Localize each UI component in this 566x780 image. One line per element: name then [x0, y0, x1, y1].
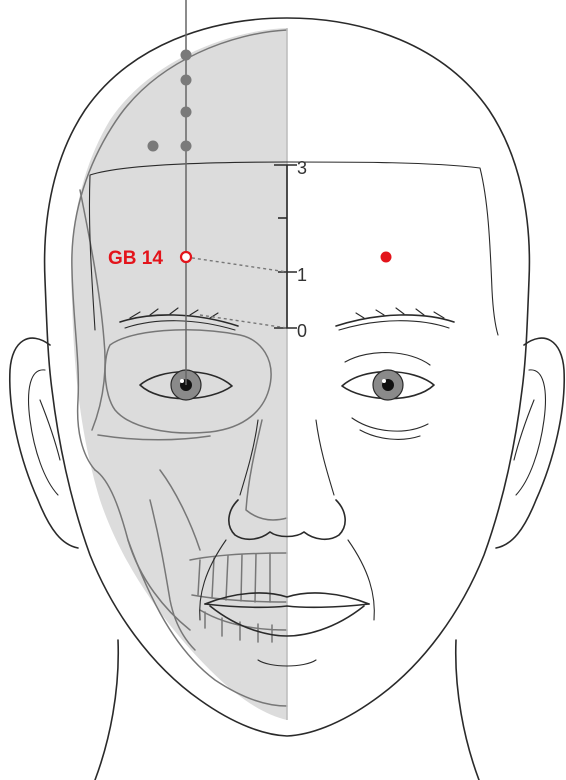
- acupoint-gb14-right: [381, 252, 392, 263]
- left-ear-inner: [29, 370, 60, 495]
- scale-label-3: 3: [297, 158, 307, 178]
- scale-label-0: 0: [297, 321, 307, 341]
- guide-dot: [181, 141, 192, 152]
- acupoint-marker: [181, 252, 191, 262]
- neck-left: [95, 640, 118, 780]
- scale-label-1: 1: [297, 265, 307, 285]
- right-ear-inner: [514, 370, 545, 495]
- guide-dot: [181, 50, 192, 61]
- acupoint-label: GB 14: [108, 248, 163, 269]
- right-eyebrow: [336, 308, 454, 330]
- guide-dot: [148, 141, 159, 152]
- right-eye: [342, 353, 434, 440]
- guide-dot: [181, 75, 192, 86]
- neck-right: [456, 640, 479, 780]
- guide-dot: [181, 107, 192, 118]
